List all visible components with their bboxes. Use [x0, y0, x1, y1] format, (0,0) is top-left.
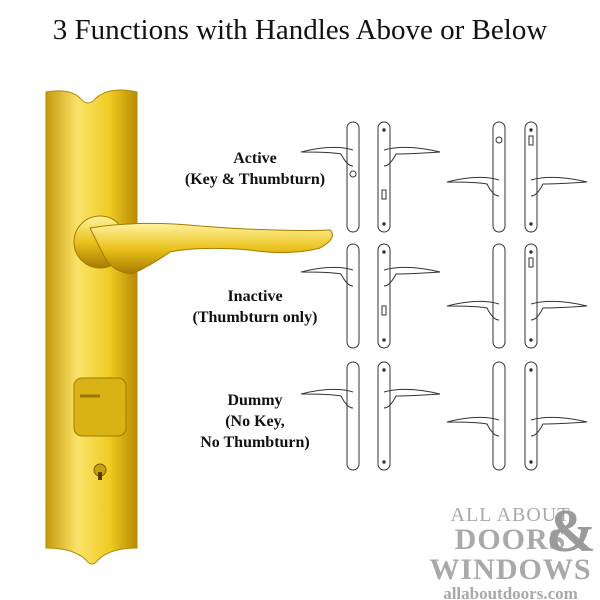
lever-handle: [383, 388, 441, 409]
lever-handle: [300, 146, 354, 167]
label-active: Active (Key & Thumbturn): [170, 148, 340, 190]
door-plate: [346, 243, 360, 349]
lever: [89, 222, 333, 275]
door-plate: [492, 121, 506, 233]
logo-line1: ALL ABOUT: [450, 504, 571, 526]
label-inactive: Inactive (Thumbturn only): [170, 286, 340, 328]
door-plate: [492, 361, 506, 471]
logo-line2: DOORS: [454, 523, 567, 556]
screw: [529, 128, 533, 132]
screw: [382, 368, 386, 372]
screw: [529, 250, 533, 254]
thumbturn-recess: [73, 377, 127, 437]
page-title: 3 Functions with Handles Above or Below: [52, 14, 548, 46]
lever-handle: [530, 176, 588, 197]
screw: [382, 222, 386, 226]
escutcheon-plate: [45, 89, 138, 565]
logo-line3: WINDOWS: [429, 553, 592, 586]
door-plate: [524, 121, 538, 233]
thumbturn-icon: [381, 305, 387, 316]
screw: [529, 222, 533, 226]
door-plate: [377, 243, 391, 349]
keyhole-icon: [495, 136, 503, 144]
lever-handle: [383, 266, 441, 287]
screw: [382, 460, 386, 464]
screw: [382, 128, 386, 132]
screw: [382, 250, 386, 254]
lever-handle: [446, 416, 500, 437]
function-detail: (Key & Thumbturn): [184, 171, 326, 188]
brand-logo: ALL ABOUT DOORS & WINDOWS allaboutdoors.…: [428, 501, 596, 600]
lever-handle: [530, 416, 588, 437]
function-detail: (No Key,: [225, 413, 285, 430]
function-detail: (Thumbturn only): [192, 309, 318, 326]
screw: [529, 338, 533, 342]
lever-handle: [446, 176, 500, 197]
thumbturn-icon: [528, 257, 534, 268]
lever-handle: [300, 266, 354, 287]
door-plate: [346, 121, 360, 233]
keyhole-icon: [349, 170, 357, 178]
logo-ampersand: &: [546, 498, 596, 564]
door-plate: [524, 243, 538, 349]
lever-handle: [530, 300, 588, 321]
door-plate: [524, 361, 538, 471]
function-diagrams: [300, 121, 588, 471]
function-detail: No Thumbturn): [200, 434, 310, 451]
label-dummy: Dummy (No Key, No Thumbturn): [170, 390, 340, 453]
logo-url: allaboutdoors.com: [443, 584, 578, 600]
door-plate: [377, 361, 391, 471]
brass-handle-photo: [45, 89, 333, 565]
door-plate: [377, 121, 391, 233]
screw: [529, 368, 533, 372]
function-name: Active: [233, 150, 277, 167]
thumbturn-icon: [528, 135, 534, 146]
screw: [382, 338, 386, 342]
screw: [529, 460, 533, 464]
door-plate: [346, 361, 360, 471]
function-name: Dummy: [227, 392, 283, 409]
lever-handle: [383, 146, 441, 167]
thumbturn-icon: [381, 189, 387, 200]
lever-handle: [446, 300, 500, 321]
lever-handle: [300, 388, 354, 409]
function-name: Inactive: [227, 288, 283, 305]
door-plate: [492, 243, 506, 349]
